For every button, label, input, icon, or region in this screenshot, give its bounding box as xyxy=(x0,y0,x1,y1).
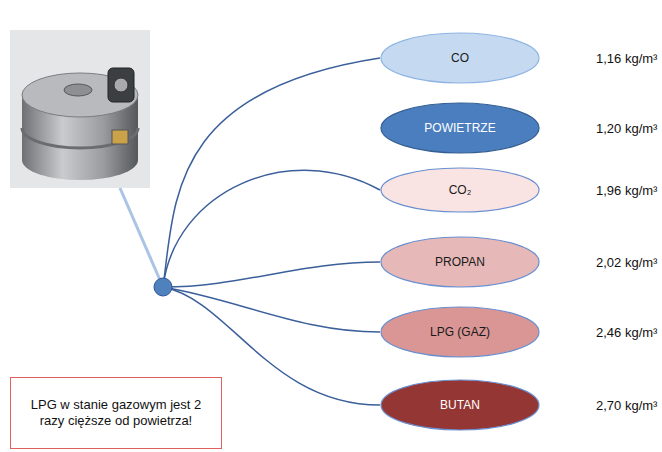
photo-ground xyxy=(10,30,150,188)
note-text: LPG w stanie gazowym jest 2 razy cięższe… xyxy=(21,397,211,430)
pipe-line xyxy=(120,188,163,287)
gas-name: CO xyxy=(451,51,469,66)
density-value: 2,02 kg/m³ xyxy=(596,255,657,270)
tank-connector xyxy=(112,130,128,144)
ellipse-shape xyxy=(381,33,539,83)
leader-line xyxy=(163,262,380,287)
leader-line xyxy=(163,287,380,332)
gas-tank-photo xyxy=(10,30,150,188)
ellipse-shape xyxy=(381,380,539,430)
density-value: 1,16 kg/m³ xyxy=(596,51,657,66)
tank-fitting xyxy=(108,68,134,102)
density-value: 2,70 kg/m³ xyxy=(596,398,657,413)
density-value: 1,96 kg/m³ xyxy=(596,183,657,198)
density-value: 1,20 kg/m³ xyxy=(596,121,657,136)
tank-band xyxy=(22,128,138,148)
gas-name: POWIETRZE xyxy=(424,121,495,136)
gas-ellipse: CO₂ xyxy=(380,167,540,213)
leader-lines xyxy=(163,58,380,405)
ellipse-shape xyxy=(381,168,539,212)
note-box: LPG w stanie gazowym jest 2 razy cięższe… xyxy=(10,377,222,449)
leader-line xyxy=(163,170,380,287)
density-value: 2,46 kg/m³ xyxy=(596,325,657,340)
gas-name: PROPAN xyxy=(435,255,485,270)
gas-name: LPG (GAZ) xyxy=(430,325,490,340)
tank-gauge xyxy=(114,78,128,92)
ellipse-shape xyxy=(381,237,539,287)
leader-line xyxy=(163,58,380,287)
tank-valve xyxy=(64,84,92,96)
junction-dot xyxy=(154,278,172,296)
ellipse-shape xyxy=(381,307,539,357)
ellipse-shape xyxy=(381,103,539,153)
gas-name: BUTAN xyxy=(440,398,480,413)
gas-name: CO₂ xyxy=(449,183,472,198)
gas-ellipse: LPG (GAZ) xyxy=(380,306,540,358)
gas-ellipse: PROPAN xyxy=(380,236,540,288)
gas-ellipse: POWIETRZE xyxy=(380,102,540,154)
gas-ellipse: CO xyxy=(380,32,540,84)
gas-ellipse: BUTAN xyxy=(380,379,540,431)
